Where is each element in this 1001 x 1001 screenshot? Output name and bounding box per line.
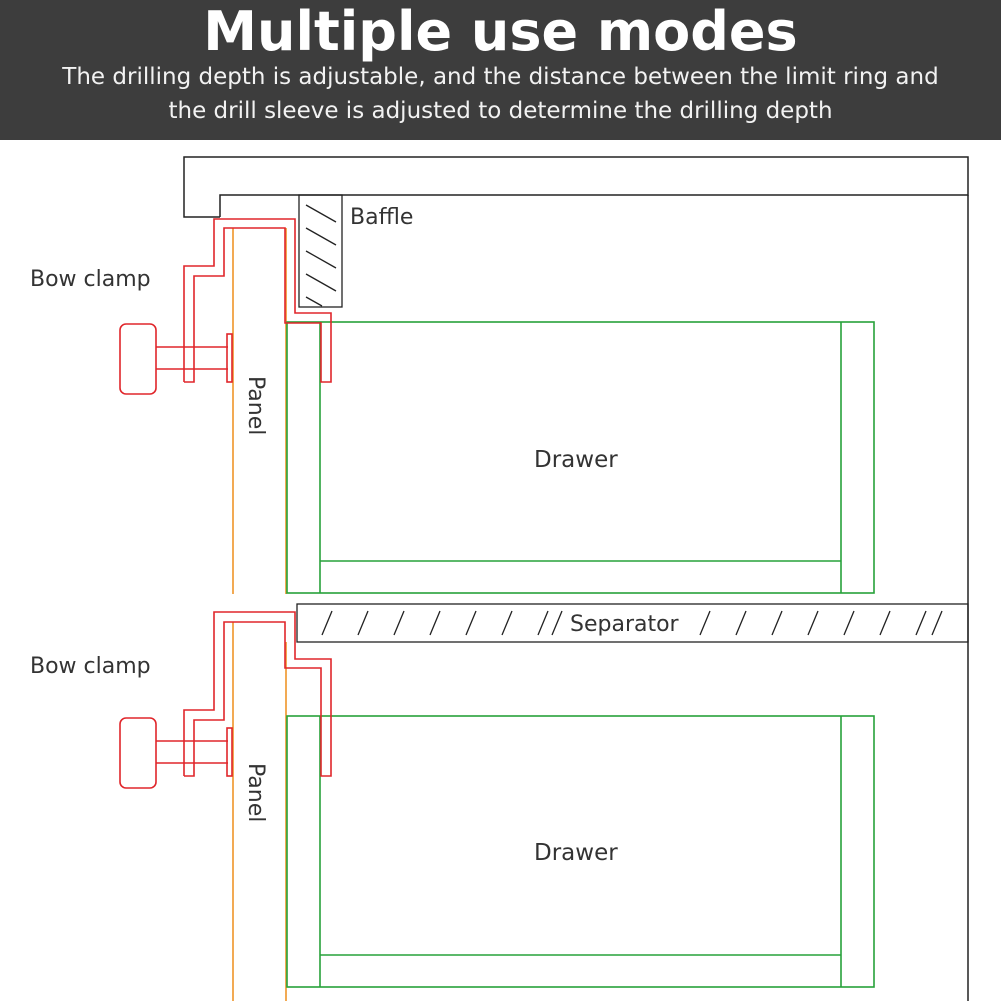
panel-top-label: Panel bbox=[243, 376, 268, 435]
bow-clamp-top-knob bbox=[119, 323, 157, 395]
drawer-top bbox=[286, 321, 875, 594]
cabinet-frame bbox=[183, 156, 969, 1001]
separator-label: Separator bbox=[570, 612, 680, 637]
bow-clamp-top bbox=[119, 218, 332, 395]
drawer-top-label: Drawer bbox=[534, 447, 618, 473]
bow-clamp-bottom-label: Bow clamp bbox=[30, 654, 151, 679]
bow-clamp-bottom-pad bbox=[226, 727, 233, 777]
bow-clamp-top-frame bbox=[183, 218, 332, 383]
drawer-bottom-label: Drawer bbox=[534, 840, 618, 866]
separator-board bbox=[296, 603, 969, 643]
bow-clamp-bottom-knob bbox=[119, 717, 157, 789]
subtitle-line-2: the drill sleeve is adjusted to determin… bbox=[168, 98, 833, 124]
panel-bottom-label: Panel bbox=[243, 763, 268, 822]
page-title: Multiple use modes bbox=[203, 0, 798, 63]
bow-clamp-bottom bbox=[119, 611, 332, 789]
cabinet-top-rail bbox=[183, 156, 969, 218]
baffle-label: Baffle bbox=[350, 205, 413, 230]
panel-bottom bbox=[232, 622, 287, 1001]
header-banner: Multiple use modes The drilling depth is… bbox=[0, 0, 1001, 140]
separator bbox=[296, 603, 969, 643]
drawer-bottom bbox=[286, 715, 875, 988]
bow-clamp-top-pad bbox=[226, 333, 233, 383]
subtitle-line-1: The drilling depth is adjustable, and th… bbox=[62, 64, 939, 90]
baffle-block bbox=[298, 194, 343, 308]
panel-top bbox=[232, 228, 287, 594]
bow-clamp-bottom-frame bbox=[183, 611, 332, 777]
bow-clamp-top-label: Bow clamp bbox=[30, 267, 151, 292]
baffle bbox=[298, 194, 343, 308]
